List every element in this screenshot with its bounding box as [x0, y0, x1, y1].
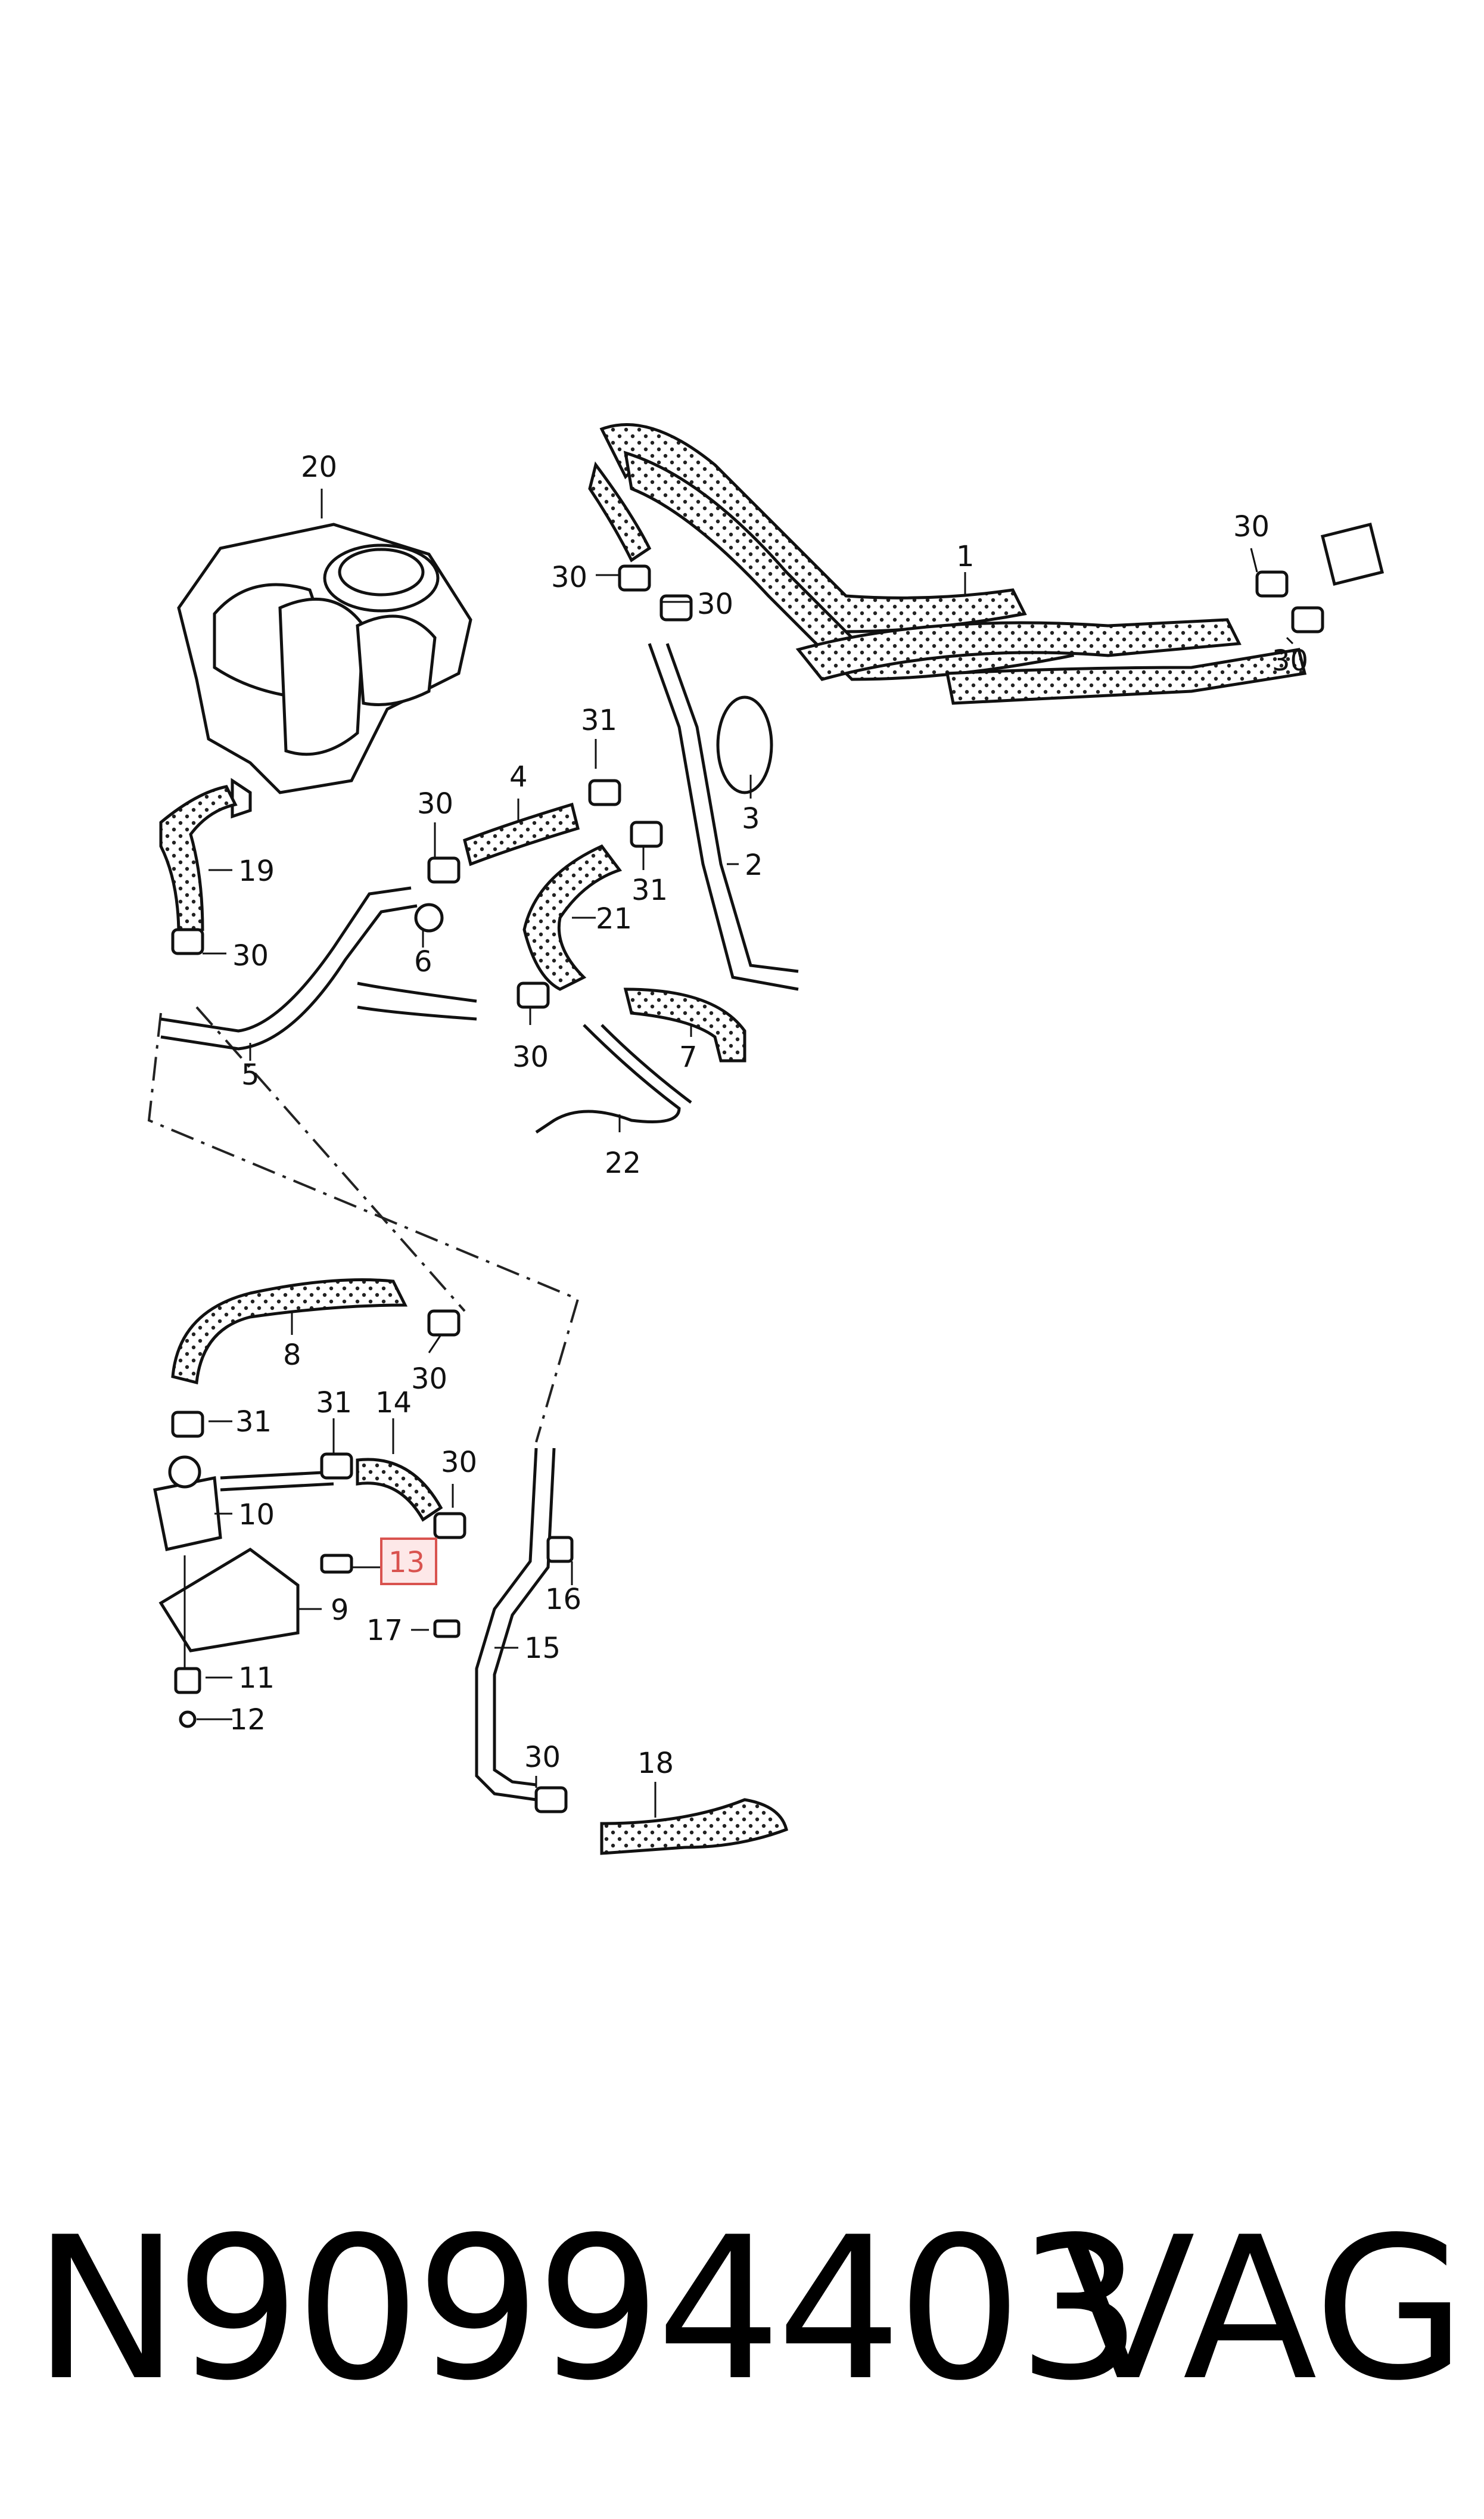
coolant-hoses: [159, 423, 1307, 1855]
callout-30: 30: [1233, 510, 1270, 543]
callout-labels: 1 2 3 4 5 6 7 8 9 10 11 12 13 14 15 16 1…: [229, 451, 1308, 1780]
part-number: N90994403: [33, 2195, 1143, 2424]
callout-30: 30: [512, 1040, 549, 1074]
callout-30: 30: [441, 1446, 477, 1479]
callout-7: 7: [679, 1040, 698, 1074]
callout-22: 22: [605, 1147, 641, 1180]
callout-30: 30: [411, 1362, 447, 1396]
clamps: [153, 522, 1385, 1813]
callout-21: 21: [596, 902, 632, 936]
leader-lines: [183, 489, 1294, 1818]
callout-18: 18: [637, 1747, 674, 1780]
callout-30: 30: [697, 588, 733, 621]
callout-5: 5: [241, 1058, 260, 1092]
callout-31: 31: [631, 874, 668, 907]
callout-12: 12: [229, 1703, 266, 1737]
callout-14: 14: [375, 1386, 412, 1420]
callout-13[interactable]: 13: [388, 1546, 425, 1579]
parts-diagram: 1 2 3 4 5 6 7 8 9 10 11 12 13 14 15 16 1…: [147, 423, 1385, 1855]
callout-1: 1: [956, 540, 975, 573]
callout-30: 30: [551, 561, 587, 594]
callout-8: 8: [283, 1338, 301, 1372]
callout-11: 11: [238, 1661, 275, 1695]
callout-20: 20: [301, 451, 337, 484]
callout-31: 31: [316, 1386, 352, 1420]
callout-10: 10: [238, 1498, 275, 1532]
callout-6: 6: [414, 945, 433, 979]
callout-31: 31: [235, 1405, 272, 1439]
callout-30: 30: [524, 1741, 561, 1774]
callout-2: 2: [745, 849, 763, 882]
callout-30: 30: [1272, 644, 1308, 678]
callout-13-highlight: [380, 1538, 437, 1585]
callout-30: 30: [417, 787, 453, 821]
callout-15: 15: [524, 1632, 561, 1665]
callout-19: 19: [238, 855, 275, 888]
callout-16: 16: [545, 1583, 581, 1616]
callout-31: 31: [581, 704, 617, 737]
callout-17: 17: [366, 1614, 403, 1647]
callout-4: 4: [509, 760, 528, 794]
callout-30: 30: [232, 939, 269, 973]
callout-9: 9: [331, 1594, 349, 1627]
brand-name: VAG: [1060, 2195, 1466, 2424]
connector-lines: [147, 1006, 580, 1443]
callout-3: 3: [742, 802, 760, 835]
expansion-tank-icon: [177, 523, 472, 819]
metal-pipes: [160, 643, 799, 1801]
